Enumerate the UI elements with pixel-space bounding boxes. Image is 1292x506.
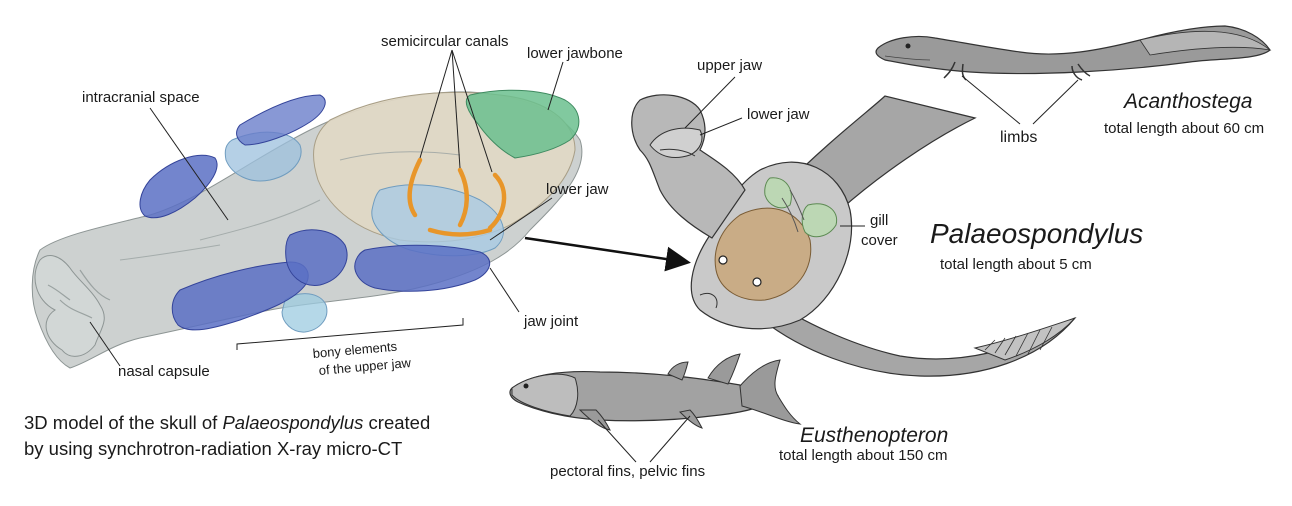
eusthenopteron-illustration: [509, 353, 802, 431]
label-gill: gill: [870, 212, 889, 229]
palaeospondylus-name: Palaeospondylus: [930, 218, 1144, 249]
eusthenopteron-name: Eusthenopteron: [800, 424, 949, 447]
acanthostega-leader-lines: [961, 75, 1079, 125]
palaeospondylus-length: total length about 5 cm: [940, 256, 1092, 273]
caption-species-name: Palaeospondylus: [222, 412, 364, 433]
semicircular-canals-shape: [407, 157, 507, 237]
label-intracranial-space: intracranial space: [82, 89, 200, 106]
caption-line-1: 3D model of the skull of Palaeospondylus…: [24, 412, 431, 433]
eusthenopteron-length: total length about 150 cm: [779, 447, 948, 464]
figure-caption: 3D model of the skull of Palaeospondylus…: [24, 410, 430, 462]
skull-leader-lines: [89, 49, 564, 367]
label-lower-jaw-skull: lower jaw: [546, 181, 609, 198]
acanthostega-length: total length about 60 cm: [1104, 120, 1265, 137]
label-lower-jaw-palaeo: lower jaw: [747, 106, 810, 123]
label-nasal-capsule: nasal capsule: [118, 363, 210, 380]
lower-jawbone-shape: [465, 89, 580, 159]
nasal-capsule-shape: [34, 255, 105, 357]
label-cover: cover: [861, 232, 898, 249]
acanthostega-name: Acanthostega: [1124, 90, 1253, 113]
label-jaw-joint: jaw joint: [524, 313, 579, 330]
palaeospondylus-jaw-view: [631, 94, 746, 239]
label-lower-jawbone: lower jawbone: [527, 45, 623, 62]
label-upper-jaw: upper jaw: [697, 57, 763, 74]
palaeospondylus-illustration: [631, 94, 1077, 377]
label-limbs: limbs: [1000, 129, 1038, 146]
upper-jaw-bone-blue: [171, 261, 309, 331]
label-semicircular-canals: semicircular canals: [381, 33, 509, 50]
eusthenopteron-leader-lines: [597, 415, 691, 463]
arrow-to-palaeospondylus: [524, 236, 691, 272]
acanthostega-illustration: [875, 25, 1272, 81]
palaeo-leader-lines: [684, 76, 865, 227]
label-pectoral-pelvic-fins: pectoral fins, pelvic fins: [550, 463, 706, 480]
skull-3d-model: [31, 89, 583, 369]
caption-line-2: by using synchrotron-radiation X-ray mic…: [24, 438, 403, 459]
